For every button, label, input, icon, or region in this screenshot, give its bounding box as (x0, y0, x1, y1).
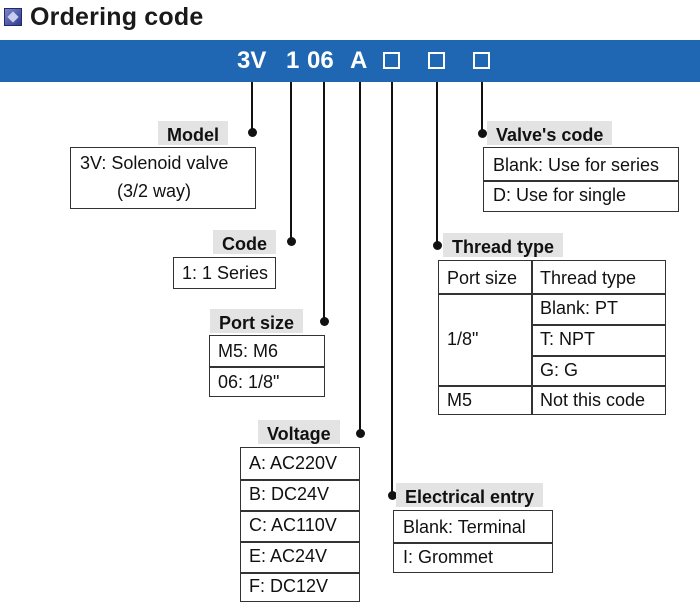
diamond-bullet-icon (4, 8, 22, 26)
thread-type-label: Thread type (443, 233, 564, 257)
thread-type-header-type: Thread type (540, 268, 637, 288)
thread-type-leader-line (436, 82, 438, 246)
port-size-label: Port size (210, 309, 304, 333)
page-header: Ordering code (4, 2, 203, 32)
thread-type-row: G: G (540, 360, 579, 380)
port-size-dot (320, 317, 329, 326)
port-size-leader-line (323, 82, 325, 322)
thread-type-divider (531, 324, 665, 326)
thread-type-header-port: Port size (447, 268, 518, 288)
thread-type-port-1-8: 1/8" (447, 329, 479, 349)
model-leader-line (251, 82, 253, 132)
code-blank-box-electrical (383, 52, 400, 69)
model-label: Model (158, 121, 228, 145)
thread-type-port-m5: M5 (447, 390, 473, 410)
thread-type-divider (439, 293, 665, 295)
valves-code-divider (484, 180, 678, 182)
port-size-row-2: 06: 1/8" (218, 372, 280, 392)
model-line-2: (3/2 way) (117, 181, 192, 201)
valves-code-row: Blank: Use for series (493, 155, 660, 175)
thread-type-row: Not this code (540, 390, 646, 410)
electrical-entry-label: Electrical entry (396, 483, 544, 507)
model-line-1: 3V: Solenoid valve (80, 153, 229, 173)
port-size-box: M5: M6 06: 1/8" (209, 335, 325, 397)
code-voltage: A (350, 47, 368, 74)
voltage-row: B: DC24V (249, 484, 330, 504)
voltage-leader-line (359, 82, 361, 434)
port-size-divider (210, 366, 324, 368)
voltage-row: C: AC110V (249, 515, 337, 535)
thread-type-table: Port size Thread type 1/8" Blank: PT T: … (438, 260, 666, 415)
electrical-entry-divider (394, 542, 552, 544)
voltage-divider (241, 510, 359, 512)
model-dot (248, 128, 257, 137)
code-series: 1 (286, 47, 300, 74)
valves-code-leader-line (481, 82, 483, 134)
thread-type-divider (531, 355, 665, 357)
code-blank-box-thread (428, 52, 445, 69)
voltage-row: F: DC12V (249, 576, 329, 596)
valves-code-label: Valve's code (487, 121, 613, 145)
page-title: Ordering code (30, 2, 204, 31)
voltage-divider (241, 479, 359, 481)
code-dot (287, 237, 296, 246)
electrical-entry-row: Blank: Terminal (403, 517, 526, 537)
code-box: 1: 1 Series (173, 257, 276, 289)
thread-type-row: T: NPT (540, 329, 596, 349)
voltage-divider (241, 572, 359, 574)
valves-code-row: D: Use for single (493, 185, 627, 205)
thread-type-dot (433, 241, 442, 250)
electrical-entry-leader-line (391, 82, 393, 496)
voltage-dot (356, 429, 365, 438)
code-port: 06 (307, 47, 334, 74)
code-leader-line (290, 82, 292, 242)
code-prefix: 3V (237, 47, 267, 74)
thread-type-divider (439, 385, 665, 387)
code-blank-box-valve (473, 52, 490, 69)
voltage-row: A: AC220V (249, 453, 338, 473)
thread-type-row: Blank: PT (540, 298, 619, 318)
electrical-entry-box: Blank: Terminal I: Grommet (393, 510, 553, 573)
port-size-row-1: M5: M6 (218, 341, 279, 361)
voltage-box: A: AC220V B: DC24V C: AC110V E: AC24V F:… (240, 447, 360, 602)
voltage-divider (241, 541, 359, 543)
valves-code-box: Blank: Use for series D: Use for single (483, 147, 679, 212)
electrical-entry-dot (388, 491, 397, 500)
thread-type-column-divider (531, 261, 533, 414)
model-box: 3V: Solenoid valve (3/2 way) (70, 147, 256, 209)
voltage-label: Voltage (258, 420, 340, 444)
code-label: Code (213, 230, 276, 254)
code-row-1: 1: 1 Series (182, 263, 269, 283)
valves-code-dot (478, 129, 487, 138)
voltage-row: E: AC24V (249, 546, 328, 566)
ordering-code-bar (0, 40, 700, 82)
electrical-entry-row: I: Grommet (403, 547, 494, 567)
